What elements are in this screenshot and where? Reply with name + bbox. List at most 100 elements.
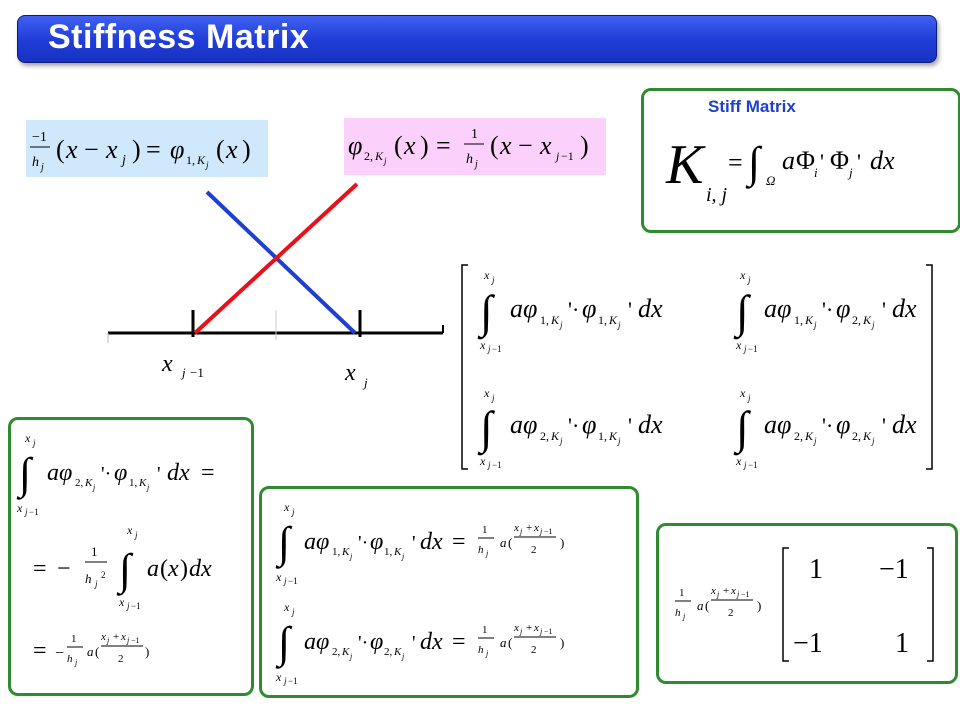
svg-text:−1: −1	[131, 601, 141, 611]
stiff-matrix-box: Stiff Matrix K i, j = ∫ Ω a Φ i ' Φ j ' …	[641, 88, 960, 233]
svg-text:j: j	[871, 320, 875, 330]
svg-text:K: K	[862, 313, 872, 327]
svg-text:1: 1	[91, 544, 98, 559]
svg-text:K: K	[138, 477, 147, 489]
svg-text:j: j	[94, 579, 98, 589]
svg-text:j: j	[519, 527, 523, 536]
svg-text:K: K	[550, 313, 560, 327]
phi2-formula-box: φ 2, K j ( x ) = 1 h j ( x − x j −1 )	[344, 118, 606, 175]
label-x-j-minus-1: x	[161, 351, 173, 377]
svg-text:2,: 2,	[540, 429, 549, 443]
svg-text:x: x	[735, 454, 742, 468]
svg-text:2,: 2,	[364, 149, 373, 163]
svg-text:x: x	[403, 131, 416, 160]
svg-text:x: x	[120, 631, 126, 643]
svg-text:x: x	[730, 585, 736, 597]
svg-text:x: x	[710, 585, 716, 597]
svg-text:=: =	[201, 460, 215, 486]
svg-text:1,: 1,	[598, 429, 607, 443]
svg-text:∫: ∫	[733, 286, 751, 340]
svg-text:j: j	[559, 320, 563, 330]
svg-text:j: j	[487, 460, 491, 470]
svg-text:−1: −1	[492, 460, 502, 470]
svg-text:j: j	[24, 507, 28, 517]
svg-text:∫: ∫	[275, 518, 293, 569]
svg-text:=: =	[33, 556, 47, 582]
svg-text:j: j	[283, 576, 287, 586]
svg-text:': '	[412, 632, 416, 654]
svg-text:=: =	[728, 148, 743, 177]
svg-text:j: j	[559, 436, 563, 446]
svg-text:j: j	[362, 375, 368, 390]
svg-text:(: (	[216, 135, 225, 164]
svg-text:h: h	[32, 155, 39, 170]
svg-text:j: j	[32, 438, 36, 448]
svg-text:j: j	[617, 436, 621, 446]
svg-text:1: 1	[471, 127, 478, 142]
svg-text:φ: φ	[582, 410, 596, 439]
svg-text:x: x	[533, 622, 539, 634]
svg-text:x: x	[735, 338, 742, 352]
svg-text:j: j	[291, 607, 295, 617]
svg-text:(: (	[490, 131, 499, 160]
svg-text:∫: ∫	[733, 402, 751, 456]
svg-text:2,: 2,	[332, 646, 341, 658]
svg-text:dx: dx	[892, 294, 917, 323]
svg-text:aφ: aφ	[510, 294, 537, 323]
svg-text:j: j	[291, 507, 295, 517]
svg-text:j: j	[617, 320, 621, 330]
svg-text:x: x	[275, 570, 282, 584]
svg-text:φ: φ	[836, 294, 850, 323]
hat-function-diagram: x j −1 x j	[107, 182, 444, 390]
svg-text:x: x	[483, 386, 490, 400]
phi1-formula-box: −1 h j ( x − x j ) = φ 1, K j ( x )	[26, 120, 268, 177]
svg-text:1,: 1,	[186, 153, 195, 167]
svg-text:+: +	[526, 622, 532, 634]
svg-text:K: K	[608, 313, 618, 327]
svg-text:Φ: Φ	[796, 146, 815, 175]
svg-text:K: K	[665, 134, 706, 196]
svg-text:2,: 2,	[384, 646, 393, 658]
svg-text:j: j	[120, 153, 126, 168]
svg-text:=: =	[436, 131, 451, 160]
svg-text:−1: −1	[492, 344, 502, 354]
svg-text:∫: ∫	[116, 545, 134, 596]
svg-text:(: (	[508, 635, 512, 650]
svg-text:−1: −1	[748, 344, 758, 354]
svg-text:aφ: aφ	[304, 629, 329, 655]
svg-text:j: j	[491, 275, 495, 285]
svg-text:Φ: Φ	[830, 146, 849, 175]
svg-text:j: j	[92, 483, 96, 492]
svg-text:K: K	[341, 546, 350, 558]
svg-text:2: 2	[728, 607, 734, 619]
phi2-formula: φ 2, K j ( x ) = 1 h j ( x − x j −1 )	[348, 127, 589, 170]
svg-text:aφ: aφ	[47, 460, 72, 486]
svg-text:j: j	[401, 652, 405, 661]
svg-text:': '	[157, 463, 161, 485]
svg-text:': '	[628, 297, 632, 322]
svg-text:−1: −1	[748, 460, 758, 470]
svg-text:x: x	[105, 135, 118, 164]
svg-text:j: j	[126, 636, 130, 645]
svg-text:−1: −1	[561, 149, 574, 163]
svg-text:j: j	[485, 649, 489, 658]
svg-text:−1: −1	[288, 576, 298, 586]
svg-text:(: (	[394, 131, 403, 160]
svg-text:x: x	[533, 522, 539, 534]
phi1-formula: −1 h j ( x − x j ) = φ 1, K j ( x )	[30, 130, 251, 173]
svg-text:K: K	[393, 546, 402, 558]
svg-text:K: K	[804, 429, 814, 443]
svg-text:dx: dx	[167, 460, 190, 486]
svg-text:a: a	[782, 146, 795, 175]
svg-text:j: j	[747, 275, 751, 285]
svg-text:j: j	[74, 658, 78, 667]
svg-text:aφ: aφ	[510, 410, 537, 439]
svg-text:φ: φ	[836, 410, 850, 439]
page-title: Stiffness Matrix	[48, 18, 310, 56]
svg-text:'·: '·	[568, 413, 579, 438]
svg-text:h: h	[466, 152, 473, 167]
